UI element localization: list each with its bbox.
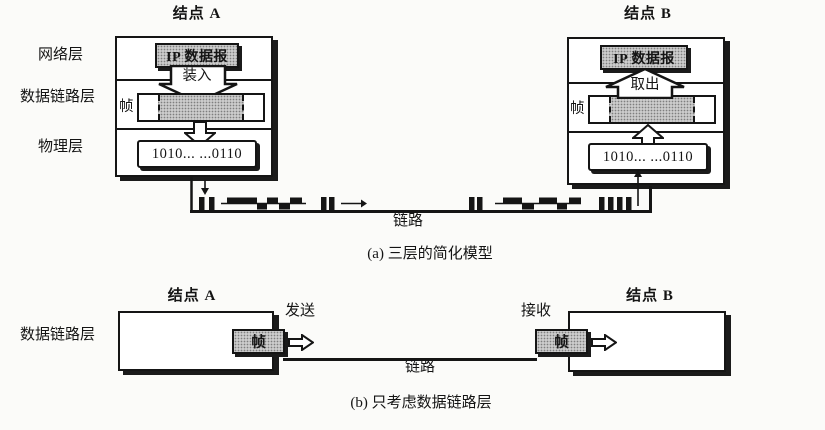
layer-label-datalink-b: 数据链路层 [20, 327, 96, 343]
encapsulate-label: 装入 [182, 68, 212, 84]
frame-label: 帧 [251, 335, 266, 351]
bits-text: 1010... ...0110 [151, 145, 243, 162]
link-label-b: 链路 [404, 359, 435, 375]
link-label-a: 链路 [392, 213, 423, 229]
frame-box-b [588, 95, 716, 124]
frame-box-send: 帧 [232, 329, 285, 354]
link-and-signal-graphic [190, 170, 652, 213]
extract-label: 取出 [630, 77, 660, 93]
digital-signal-right-icon [469, 197, 632, 210]
frame-box-receive: 帧 [535, 329, 588, 354]
caption-b: (b) 只考虑数据链路层 [350, 395, 492, 411]
bits-box-a: 1010... ...0110 [137, 140, 257, 168]
frame-payload-shaded [609, 97, 695, 122]
link-line-b [283, 358, 537, 361]
receive-arrow-icon [591, 334, 617, 351]
frame-label-b: 帧 [570, 101, 585, 117]
bits-in-arrow-icon [634, 170, 642, 206]
frame-box-a [137, 93, 265, 122]
ip-datagram-box-b: IP 数据报 [600, 45, 688, 70]
node-b-title: 结点 B [624, 6, 672, 22]
caption-a: (a) 三层的简化模型 [367, 246, 493, 262]
frame-label-a: 帧 [119, 99, 134, 115]
bits-text: 1010... ...0110 [602, 148, 694, 165]
receive-label: 接收 [521, 303, 552, 319]
ip-datagram-box-a: IP 数据报 [155, 43, 239, 68]
layer-label-datalink: 数据链路层 [20, 89, 96, 105]
layer-label-network: 网络层 [38, 47, 84, 63]
ip-datagram-label: IP 数据报 [613, 51, 675, 67]
down-arrow-icon [184, 121, 216, 147]
bits-box-b: 1010... ...0110 [588, 143, 708, 171]
digital-signal-left-icon [199, 197, 367, 210]
node-a-title: 结点 A [172, 6, 222, 22]
send-arrow-icon [288, 334, 314, 351]
ip-datagram-label: IP 数据报 [166, 49, 228, 65]
layer-label-physical: 物理层 [38, 139, 84, 155]
node-a-title-b: 结点 A [167, 288, 217, 304]
frame-label: 帧 [554, 335, 569, 351]
send-label: 发送 [285, 303, 316, 319]
frame-payload-shaded [158, 95, 244, 120]
node-b-title-b: 结点 B [626, 288, 674, 304]
bits-out-arrow-icon [201, 180, 209, 195]
extract-arrow-icon [605, 68, 685, 99]
